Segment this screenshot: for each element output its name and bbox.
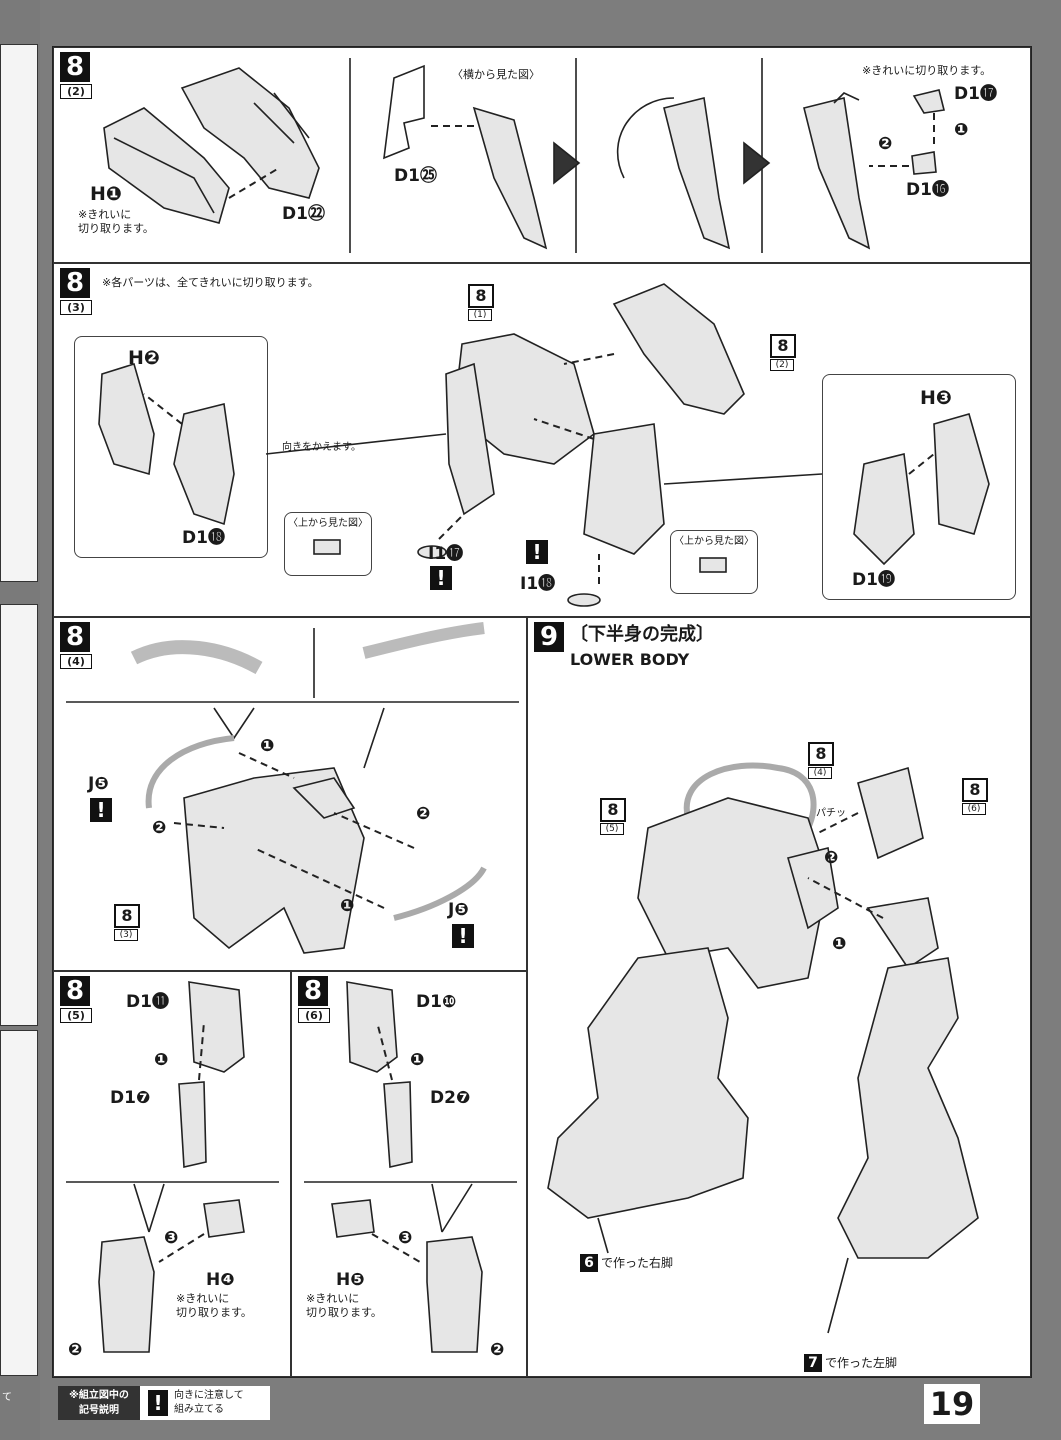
part-label-d1-7: D1❼ (110, 1088, 151, 1108)
part-label-d2-7: D2❼ (430, 1088, 471, 1108)
ref-step-8-2: 8(2) (770, 334, 796, 371)
cut-note: ※きれいに 切り取ります。 (78, 208, 154, 235)
edge-note: て (2, 1392, 12, 1403)
cut-note-right: ※きれいに切り取ります。 (862, 64, 992, 77)
orientation-warning-icon: ! (90, 798, 112, 822)
step-8-4-illustration (66, 622, 519, 954)
ref-step-8-4: 8(4) (808, 742, 834, 779)
page-number: 19 (924, 1384, 980, 1424)
orientation-warning-icon: ! (148, 1390, 168, 1416)
symbol-legend: ※組立図中の 記号説明 ! 向きに注意して 組み立てる (58, 1386, 270, 1420)
part-label-d1-25: D1㉕ (394, 166, 437, 186)
part-label-d1-22: D1㉒ (282, 204, 325, 224)
part-label-h3: H❸ (920, 387, 952, 409)
part-label-h4: H❹ (206, 1270, 235, 1290)
panel-step-8-6: 8(6) D1❿ D2❼ ❶ ❸ ❷ H❺ ※きれいに 切り取ります。 (291, 971, 527, 1377)
part-label-j5: J❺ (88, 774, 109, 794)
step-8-3-illustration (98, 283, 990, 607)
top-view-label: 〈上から見た図〉 (674, 536, 754, 547)
step-number-3: ❸ (164, 1228, 179, 1248)
part-label-j5: J❺ (448, 900, 469, 920)
panel-step-8-3: 8(3) ※各パーツは、全てきれいに切り取ります。 (53, 263, 1031, 617)
part-label-h2: H❷ (128, 347, 160, 369)
step-number-1: ❶ (340, 896, 355, 916)
step-number-1: ❶ (954, 120, 969, 140)
ref-step-8-3: 8(3) (114, 904, 140, 941)
step-number-2: ❷ (152, 818, 167, 838)
lower-body-illustration (547, 762, 979, 1334)
step-8-6-illustration (304, 981, 517, 1353)
part-label-d1-19: D1⓳ (852, 570, 895, 590)
step-badge: 8(2) (60, 52, 92, 99)
step-badge: 8(3) (60, 268, 92, 315)
step-badge: 8(6) (298, 976, 330, 1023)
previous-page-edge: て (0, 0, 40, 1440)
cut-all-note: ※各パーツは、全てきれいに切り取ります。 (102, 276, 319, 289)
ref-step-8-1: 8(1) (468, 284, 494, 321)
panel-step-8-5: 8(5) D1⓫ D1❼ ❶ ❸ ❷ H❹ ※きれいに 切り取ります。 (53, 971, 291, 1377)
part-label-h1: H❶ (90, 183, 122, 205)
step-number-1: ❶ (410, 1050, 425, 1070)
cut-note: ※きれいに 切り取ります。 (306, 1292, 382, 1319)
instruction-sheet: 8(2) (52, 46, 1032, 1378)
prev-page-box-1 (0, 44, 38, 582)
step-9-title: 〔下半身の完成〕 (570, 624, 714, 645)
step-number-2: ❷ (68, 1340, 83, 1360)
orientation-warning-icon: ! (430, 566, 452, 590)
legend-tag: ※組立図中の 記号説明 (58, 1386, 140, 1420)
legend-text: 向きに注意して 組み立てる (174, 1390, 244, 1415)
step-number-1: ❶ (260, 736, 275, 756)
part-label-d1-11: D1⓫ (126, 992, 169, 1012)
ref-step-8-5: 8(5) (600, 798, 626, 835)
step-number-2: ❷ (878, 134, 893, 154)
part-label-i1-17: I1⓱ (428, 544, 464, 564)
side-view-label: 〈横から見た図〉 (452, 68, 540, 81)
top-view-label: 〈上から見た図〉 (288, 518, 368, 529)
step-number-1: ❶ (154, 1050, 169, 1070)
part-label-d1-10: D1❿ (416, 992, 457, 1012)
part-label-d1-17: D1⓱ (954, 84, 997, 104)
panel-step-8-2: 8(2) (53, 47, 1031, 263)
step-8-2-illustration (103, 58, 945, 253)
step-number-1: ❶ (832, 934, 847, 954)
turn-note: 向きをかえます。 (282, 442, 361, 453)
step-number-2: ❷ (490, 1340, 505, 1360)
panel-step-9-lower-body: 9 〔下半身の完成〕 LOWER BODY 8(4) 8(5) 8(6) ❷ ❶ (527, 617, 1031, 1377)
orientation-warning-icon: ! (452, 924, 474, 948)
cut-note: ※きれいに 切り取ります。 (176, 1292, 252, 1319)
ref-step-8-6: 8(6) (962, 778, 988, 815)
step-number-2: ❷ (416, 804, 431, 824)
step-badge: 8(5) (60, 976, 92, 1023)
click-sound-label: パチッ (816, 808, 846, 819)
step-badge: 8(4) (60, 622, 92, 669)
step-number-2: ❷ (824, 848, 839, 868)
prev-page-box-3 (0, 1030, 38, 1376)
step-badge: 9 (534, 622, 564, 652)
step-9-subtitle: LOWER BODY (570, 650, 690, 669)
step-8-5-illustration (66, 981, 279, 1353)
prev-page-box-2 (0, 604, 38, 1026)
orientation-warning-icon: ! (526, 540, 548, 564)
panel-step-8-4: 8(4) J❺ ! J❺ ! 8(3) ❶ (53, 617, 527, 971)
part-label-i1-18: I1⓲ (520, 574, 556, 594)
part-label-d1-16: D1⓰ (906, 180, 949, 200)
part-label-h5: H❺ (336, 1270, 365, 1290)
step-number-3: ❸ (398, 1228, 413, 1248)
part-label-d1-18: D1⓲ (182, 528, 225, 548)
